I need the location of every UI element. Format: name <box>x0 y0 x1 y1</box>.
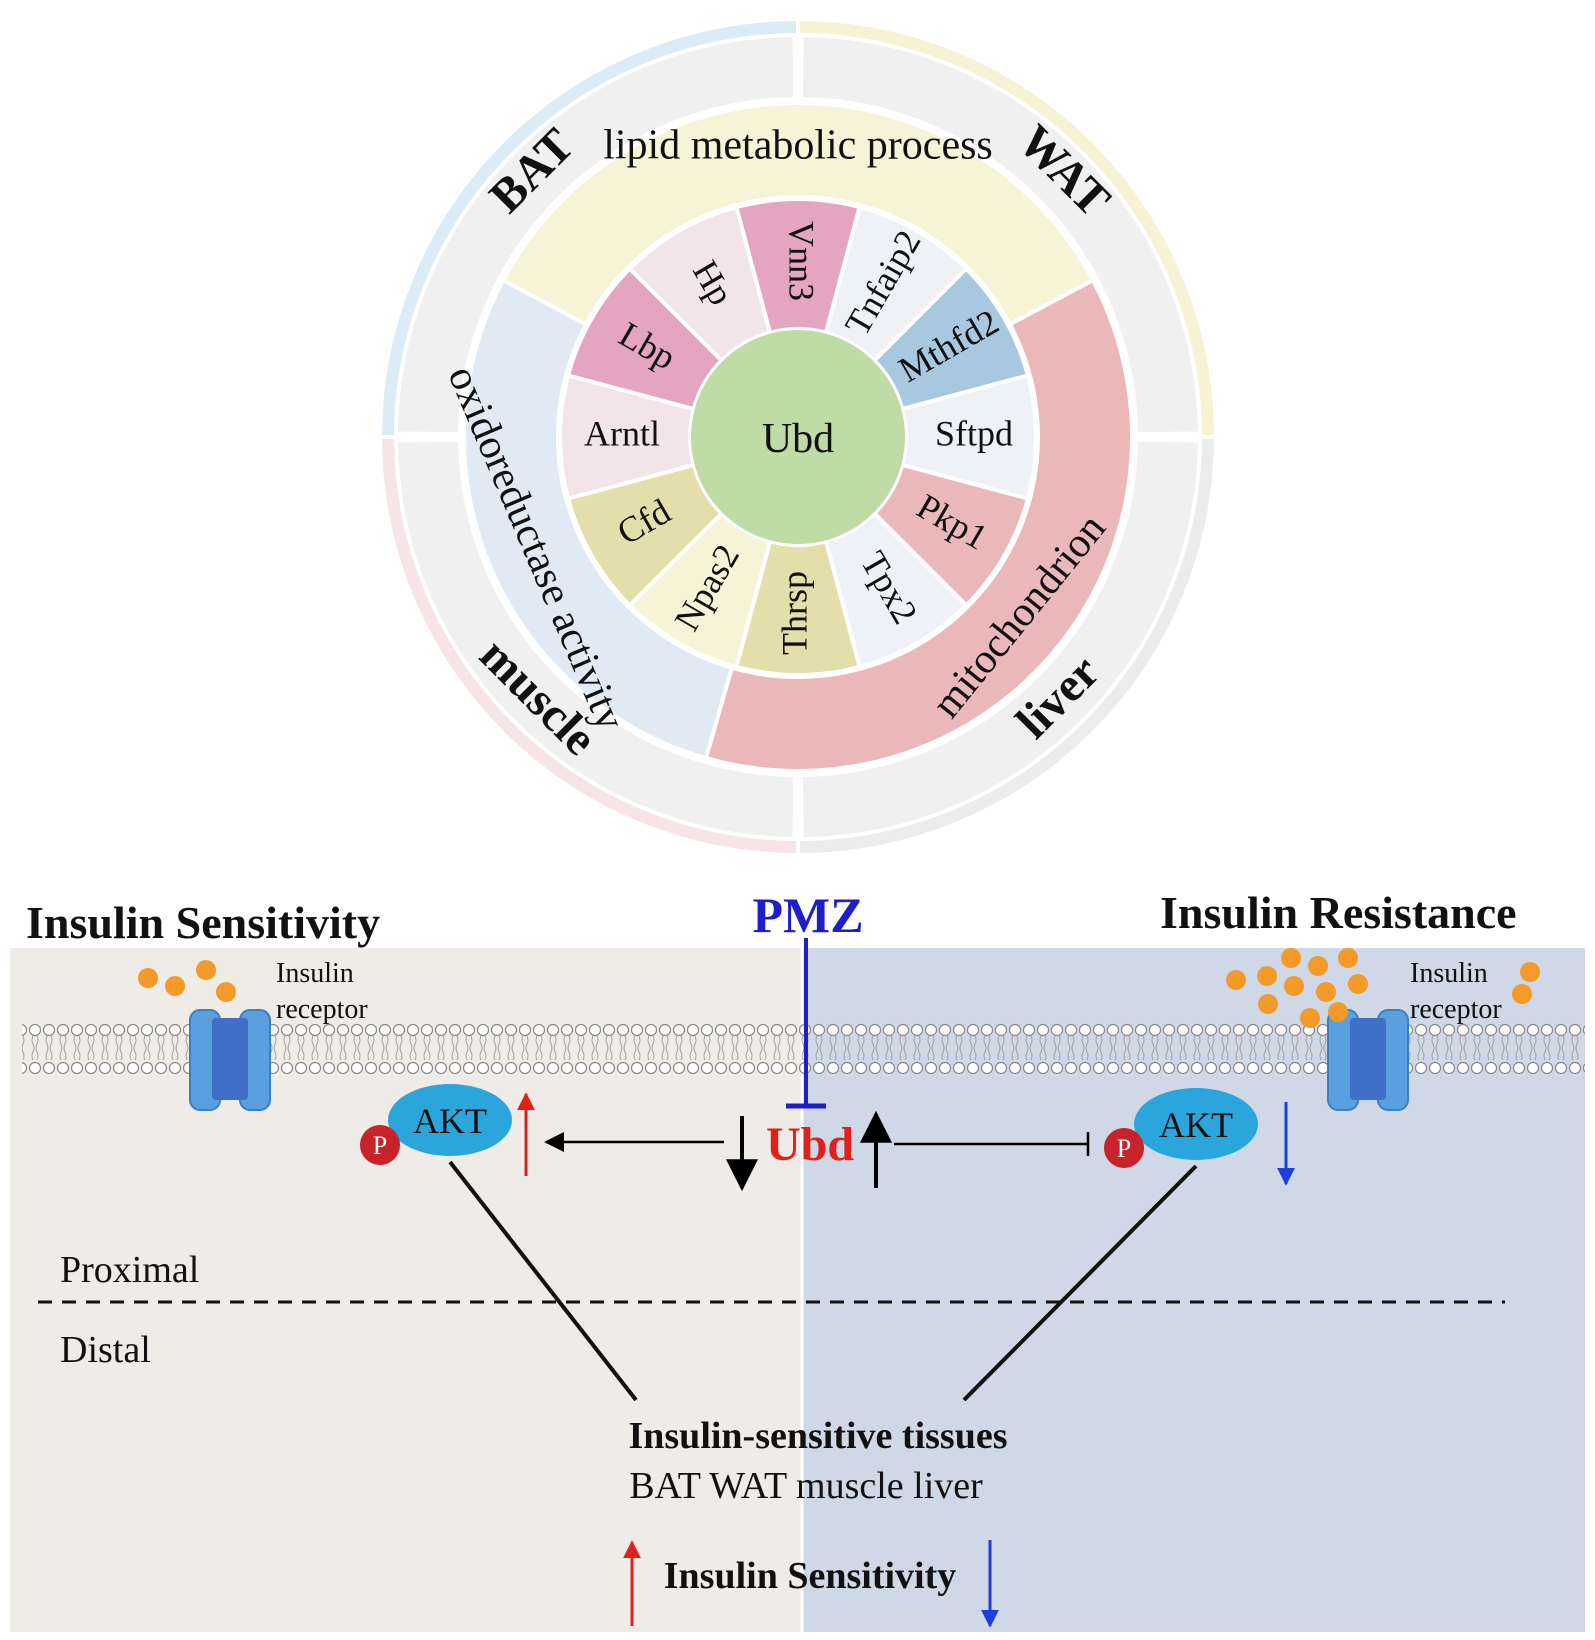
insulin-receptor-left <box>189 1009 271 1111</box>
pathway-diagram: Insulin Sensitivity Insulin Resistance P… <box>10 887 1585 1632</box>
category-label-0: lipid metabolic process <box>603 123 993 169</box>
gene-ring <box>558 197 1038 677</box>
center-label: Ubd <box>762 416 834 462</box>
tissue-sector-inner-BAT <box>393 32 798 437</box>
phospho-left-label: P <box>373 1131 387 1160</box>
ubd-label: Ubd <box>766 1118 854 1171</box>
left-title: Insulin Sensitivity <box>26 897 380 948</box>
insulin-molecules-left <box>138 960 236 1002</box>
receptor-label-left-1: Insulin <box>276 958 354 989</box>
gene-label-Sftpd: Sftpd <box>935 413 1013 453</box>
drug-label: PMZ <box>752 887 863 943</box>
insulin-receptor-right <box>1327 1009 1409 1111</box>
receptor-label-right-2: receptor <box>1410 994 1502 1025</box>
akt-left-to-tissues <box>448 1160 638 1402</box>
tissues-title: Insulin-sensitive tissues <box>628 1415 1007 1457</box>
gene-label-Vnn3: Vnn3 <box>782 221 822 301</box>
gene-sector-Lbp <box>565 265 725 412</box>
akt-left-label: AKT <box>413 1101 487 1141</box>
center-node <box>691 330 905 544</box>
bottom-label: Insulin Sensitivity <box>664 1555 957 1597</box>
phospho-right-label: P <box>1117 1134 1131 1163</box>
gene-label-Thrsp: Thrsp <box>774 571 814 655</box>
phospho-right <box>1104 1128 1144 1168</box>
right-title: Insulin Resistance <box>1160 887 1517 938</box>
cell-membrane <box>22 1018 1585 1074</box>
receptor-label-right-1: Insulin <box>1410 958 1488 989</box>
akt-left <box>388 1084 512 1156</box>
akt-right-label: AKT <box>1159 1105 1233 1145</box>
akt-right <box>1134 1088 1258 1160</box>
tissue-sector-inner-muscle <box>393 437 798 842</box>
receptor-label-left-2: receptor <box>276 994 368 1025</box>
akt-right-to-tissues <box>962 1164 1198 1402</box>
tissue-sector-inner-liver <box>798 437 1202 842</box>
tissue-ring <box>377 16 1219 858</box>
insulin-molecules-right <box>1226 948 1540 1028</box>
tissues-list: BAT WAT muscle liver <box>629 1465 983 1507</box>
tissue-sector-inner-WAT <box>798 32 1202 437</box>
proximal-label: Proximal <box>60 1249 199 1291</box>
distal-label: Distal <box>60 1329 151 1371</box>
gene-label-Arntl: Arntl <box>584 413 660 453</box>
phospho-left <box>360 1125 400 1165</box>
